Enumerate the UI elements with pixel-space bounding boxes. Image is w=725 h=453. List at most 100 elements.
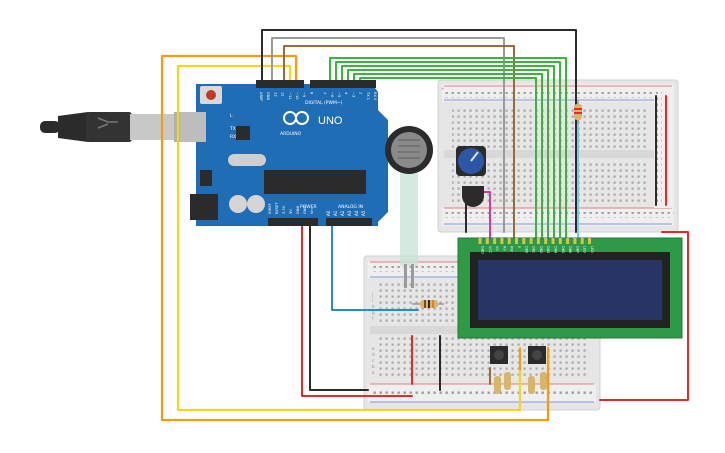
- power-pin-label: Vin: [310, 208, 314, 214]
- force-sensor: [385, 126, 433, 288]
- row-letter: a: [372, 370, 375, 375]
- analog-pin-label: A5: [361, 210, 366, 216]
- top-pin-label: RX 0: [373, 92, 377, 101]
- wire-orange: [160, 54, 550, 422]
- push-button-1: [490, 346, 508, 364]
- row-letter: h: [372, 304, 375, 309]
- top-pin-label: 7: [323, 92, 327, 94]
- analog-label: ANALOG IN: [338, 204, 363, 210]
- wire-red-5v: [301, 225, 413, 397]
- transistor: [462, 186, 484, 207]
- top-pin-label: ~5: [337, 92, 341, 97]
- top-pin-label: ~3: [351, 92, 355, 97]
- wire-blue-a0: [331, 225, 419, 311]
- lcd-pin: [588, 238, 591, 244]
- rx-label: RX: [230, 134, 236, 140]
- lcd-pin-label: V0: [495, 246, 499, 250]
- wire-green-3: [341, 65, 555, 245]
- lcd-pin: [507, 238, 511, 244]
- lcd-pin-label: LED: [583, 246, 587, 253]
- row-letter: d: [372, 352, 375, 357]
- arduino-model: UNO: [318, 115, 343, 127]
- wire-black-top: [261, 29, 577, 233]
- lcd-pin: [478, 238, 482, 244]
- arduino-uno-board: ARDUINO UNO DIGITAL (PWM~) POWER ANALOG …: [180, 80, 388, 226]
- reset-button: [206, 90, 216, 100]
- lcd-pin: [580, 238, 584, 244]
- resistor-force: [412, 300, 444, 308]
- lcd-pin-label: LED: [590, 246, 594, 253]
- row-letter: e: [372, 346, 375, 351]
- lcd-pin: [566, 238, 570, 244]
- lcd-pin: [529, 238, 533, 244]
- top-pin-label: ~10: [295, 92, 299, 100]
- lcd-pin-label: RS: [502, 246, 506, 251]
- top-pin-label: 12: [281, 92, 285, 97]
- lcd-screen: [478, 260, 662, 320]
- analog-pin-label: A1: [333, 210, 338, 216]
- potentiometer: [456, 146, 486, 176]
- lcd-pin-label: DB0: [524, 246, 528, 253]
- atmega-chip: [264, 170, 366, 194]
- usb-port: [180, 112, 206, 142]
- lcd-pin: [544, 238, 548, 244]
- lcd-pin: [536, 238, 540, 244]
- top-pin-label: ~9: [302, 92, 306, 98]
- analog-pin-label: A4: [354, 210, 359, 216]
- top-pin-label: 2: [359, 92, 363, 94]
- top-pin-label: TX 1: [366, 91, 370, 100]
- button-resistors: [494, 348, 549, 394]
- lcd-pin-label: DB3: [546, 246, 550, 253]
- row-letter: f: [372, 316, 374, 321]
- usb-cable: [40, 112, 196, 142]
- power-pin-label: GND: [303, 206, 307, 214]
- top-pin-label: 4: [344, 92, 348, 95]
- usb-icon: [97, 117, 118, 129]
- resistor-top: [574, 100, 582, 124]
- wire-green-1: [329, 57, 567, 245]
- top-pin-label: ~6: [330, 92, 334, 98]
- breadboard-top: + -: [437, 79, 679, 233]
- l-label: L: [230, 113, 233, 119]
- row-letter: i: [372, 298, 373, 303]
- wire-yellow: [176, 64, 522, 412]
- lcd-pin-label: GND: [481, 246, 485, 254]
- power-pin-label: 3.3V: [282, 205, 286, 214]
- power-jack: [190, 194, 218, 220]
- lcd-pin: [485, 238, 489, 244]
- wire-green-5: [353, 73, 543, 245]
- lcd-pin: [493, 238, 497, 244]
- row-letter: j: [371, 292, 373, 297]
- power-pin-label: 5V: [289, 209, 293, 214]
- lcd-pin-label: VCC: [488, 246, 492, 254]
- arduino-logo-icon: [283, 111, 309, 125]
- lcd-pin-label: RW: [510, 246, 514, 252]
- top-pin-label: 8: [309, 92, 313, 95]
- analog-pin-label: A2: [340, 210, 345, 216]
- top-pin-label: ~11: [288, 92, 292, 100]
- plus-label: +: [441, 86, 444, 91]
- arduino-logo-text: ARDUINO: [280, 131, 302, 137]
- analog-pin-label: A0: [326, 210, 331, 216]
- tx-label: TX: [229, 126, 236, 132]
- wire-red-right: [599, 231, 689, 401]
- power-pin-label: RESET: [275, 202, 279, 214]
- top-pin-label: GND: [266, 92, 270, 100]
- lcd-pin: [500, 238, 504, 244]
- lcd-pin-label: DB1: [532, 246, 536, 253]
- lcd-pin: [573, 238, 577, 244]
- row-letter: g: [372, 310, 375, 315]
- row-letter: c: [372, 358, 374, 363]
- top-pin-label: AREF: [259, 92, 263, 101]
- row-letter: b: [372, 364, 375, 369]
- push-button-2: [528, 346, 546, 364]
- lcd-pin-label: DB2: [539, 246, 543, 253]
- lcd-pin-label: DB7: [575, 246, 579, 253]
- lcd-pin-label: DB4: [554, 246, 558, 253]
